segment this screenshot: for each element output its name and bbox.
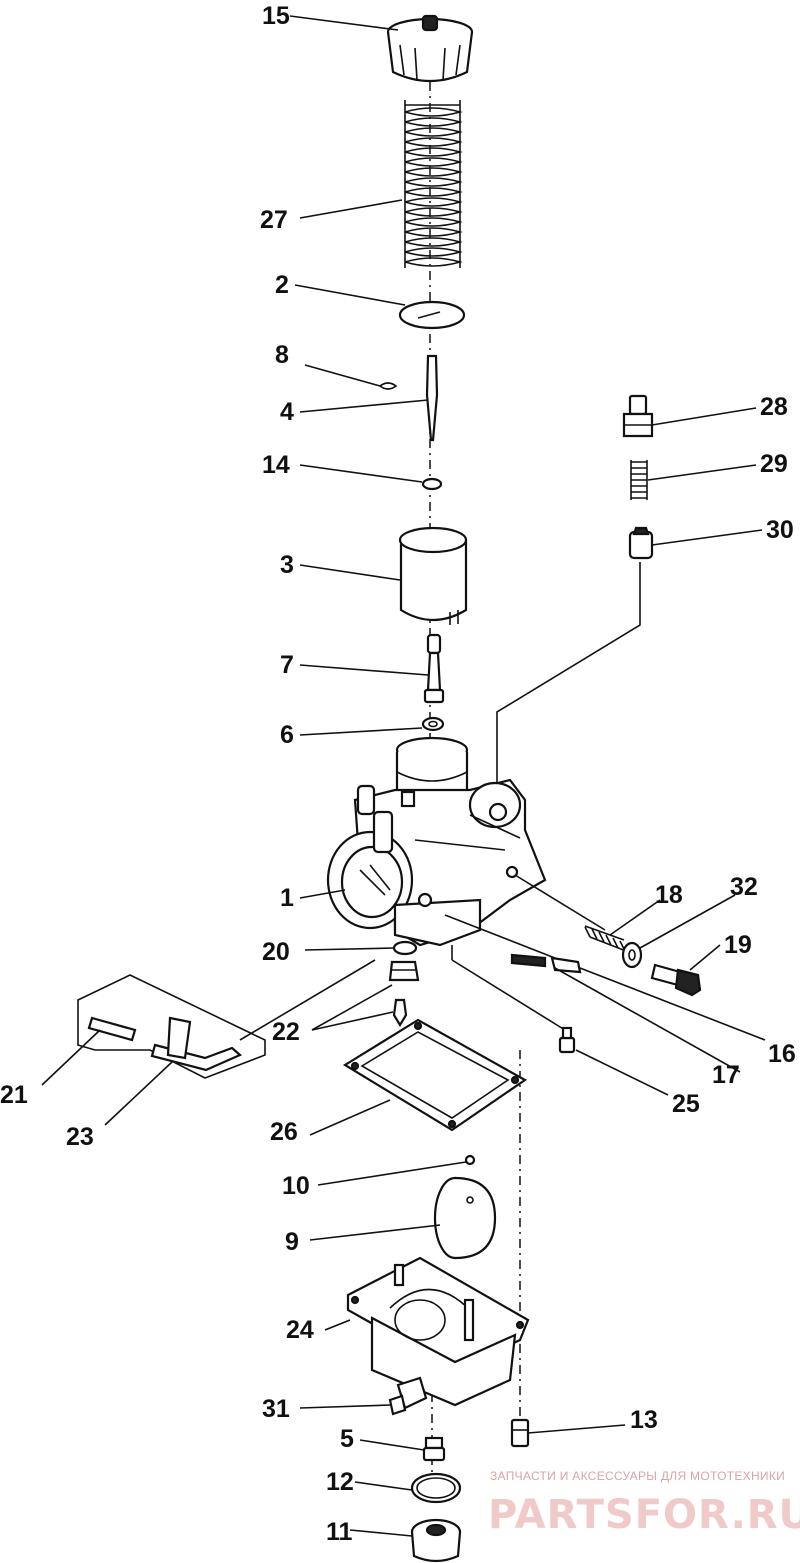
part-12-o-ring — [410, 1472, 462, 1504]
tube-leader-line — [239, 959, 376, 1041]
part-22-needle — [392, 998, 408, 1028]
callout-4: 4 — [280, 398, 294, 426]
part-16-leader-path — [444, 914, 561, 961]
callout-23: 23 — [66, 1123, 94, 1151]
callout-14: 14 — [262, 451, 290, 479]
callout-8: 8 — [275, 341, 289, 369]
callout-20: 20 — [262, 938, 290, 966]
part-16-leader-ext — [579, 967, 766, 1041]
callout-11: 11 — [326, 1518, 353, 1546]
part-8-clip — [379, 382, 398, 390]
callout-30: 30 — [766, 516, 794, 544]
part-15-top-cap — [386, 14, 474, 82]
part-29-spring — [630, 460, 648, 500]
part-30-plunger — [628, 526, 654, 560]
part-31-bowl-nozzle — [388, 1376, 428, 1416]
part-32-washer — [621, 941, 643, 969]
part-30-leader-path — [496, 562, 641, 800]
watermark-brand: PARTSFOR.RU — [488, 1492, 800, 1538]
part-2-retainer-plate — [398, 300, 466, 330]
part-4-needle — [425, 354, 439, 442]
callout-3: 3 — [280, 551, 294, 579]
part-11-drain-plug — [410, 1518, 462, 1563]
part-25-leader-b — [451, 959, 566, 1031]
part-21-vent-tube — [87, 1016, 137, 1042]
part-24-float-bowl — [346, 1256, 530, 1407]
part-19-idle-screw — [650, 963, 702, 997]
callout-18: 18 — [655, 881, 683, 909]
callout-27: 27 — [260, 206, 288, 234]
part-28-plunger-cap — [622, 394, 654, 438]
callout-1: 1 — [280, 884, 294, 912]
part-23-t-fitting — [150, 1016, 243, 1072]
part-17-pilot-screw — [510, 953, 582, 974]
part-7-needle-jet — [423, 633, 445, 704]
callout-25: 25 — [672, 1090, 700, 1118]
callout-22: 22 — [272, 1018, 300, 1046]
callout-26: 26 — [270, 1118, 298, 1146]
part-13-bowl-screw — [510, 1418, 530, 1448]
part-14-washer — [421, 477, 443, 491]
part-9-float — [433, 1176, 497, 1260]
callout-5: 5 — [340, 1425, 354, 1453]
leader-lines — [41, 15, 763, 1537]
callout-21: 21 — [0, 1081, 28, 1109]
callout-13: 13 — [630, 1406, 658, 1434]
callout-24: 24 — [286, 1316, 314, 1344]
watermark: ЗАПЧАСТИ И АКСЕССУАРЫ ДЛЯ МОТОТЕХНИКИ PA… — [488, 1469, 800, 1538]
watermark-tagline: ЗАПЧАСТИ И АКСЕССУАРЫ ДЛЯ МОТОТЕХНИКИ — [490, 1469, 785, 1483]
callout-16: 16 — [768, 1040, 796, 1068]
part-22-float-valve-seat — [388, 960, 420, 982]
tube-bracket-outline — [77, 974, 266, 1079]
part-10-float-pin — [464, 1154, 476, 1166]
callout-2: 2 — [275, 271, 289, 299]
callout-32: 32 — [730, 873, 758, 901]
part-6-washer — [421, 716, 445, 732]
callout-10: 10 — [282, 1172, 310, 1200]
part-3-throttle-slide — [398, 526, 468, 625]
callout-19: 19 — [724, 931, 752, 959]
part-1-carburetor-body — [326, 736, 547, 947]
part-18-spring — [584, 925, 627, 952]
callout-17: 17 — [712, 1061, 740, 1089]
callout-7: 7 — [280, 651, 294, 679]
part-25-drain-screw — [558, 1026, 576, 1054]
callout-9: 9 — [285, 1228, 299, 1256]
part-26-gasket — [342, 1018, 528, 1132]
callout-31: 31 — [262, 1395, 290, 1423]
part-18-leader-path — [514, 874, 606, 931]
callout-29: 29 — [760, 450, 788, 478]
callout-15: 15 — [262, 2, 290, 30]
part-20-washer — [392, 940, 418, 956]
callout-28: 28 — [760, 393, 788, 421]
part-27-spring — [404, 100, 463, 268]
callout-12: 12 — [326, 1468, 354, 1496]
callout-6: 6 — [280, 721, 294, 749]
part-5-main-jet — [422, 1436, 446, 1462]
